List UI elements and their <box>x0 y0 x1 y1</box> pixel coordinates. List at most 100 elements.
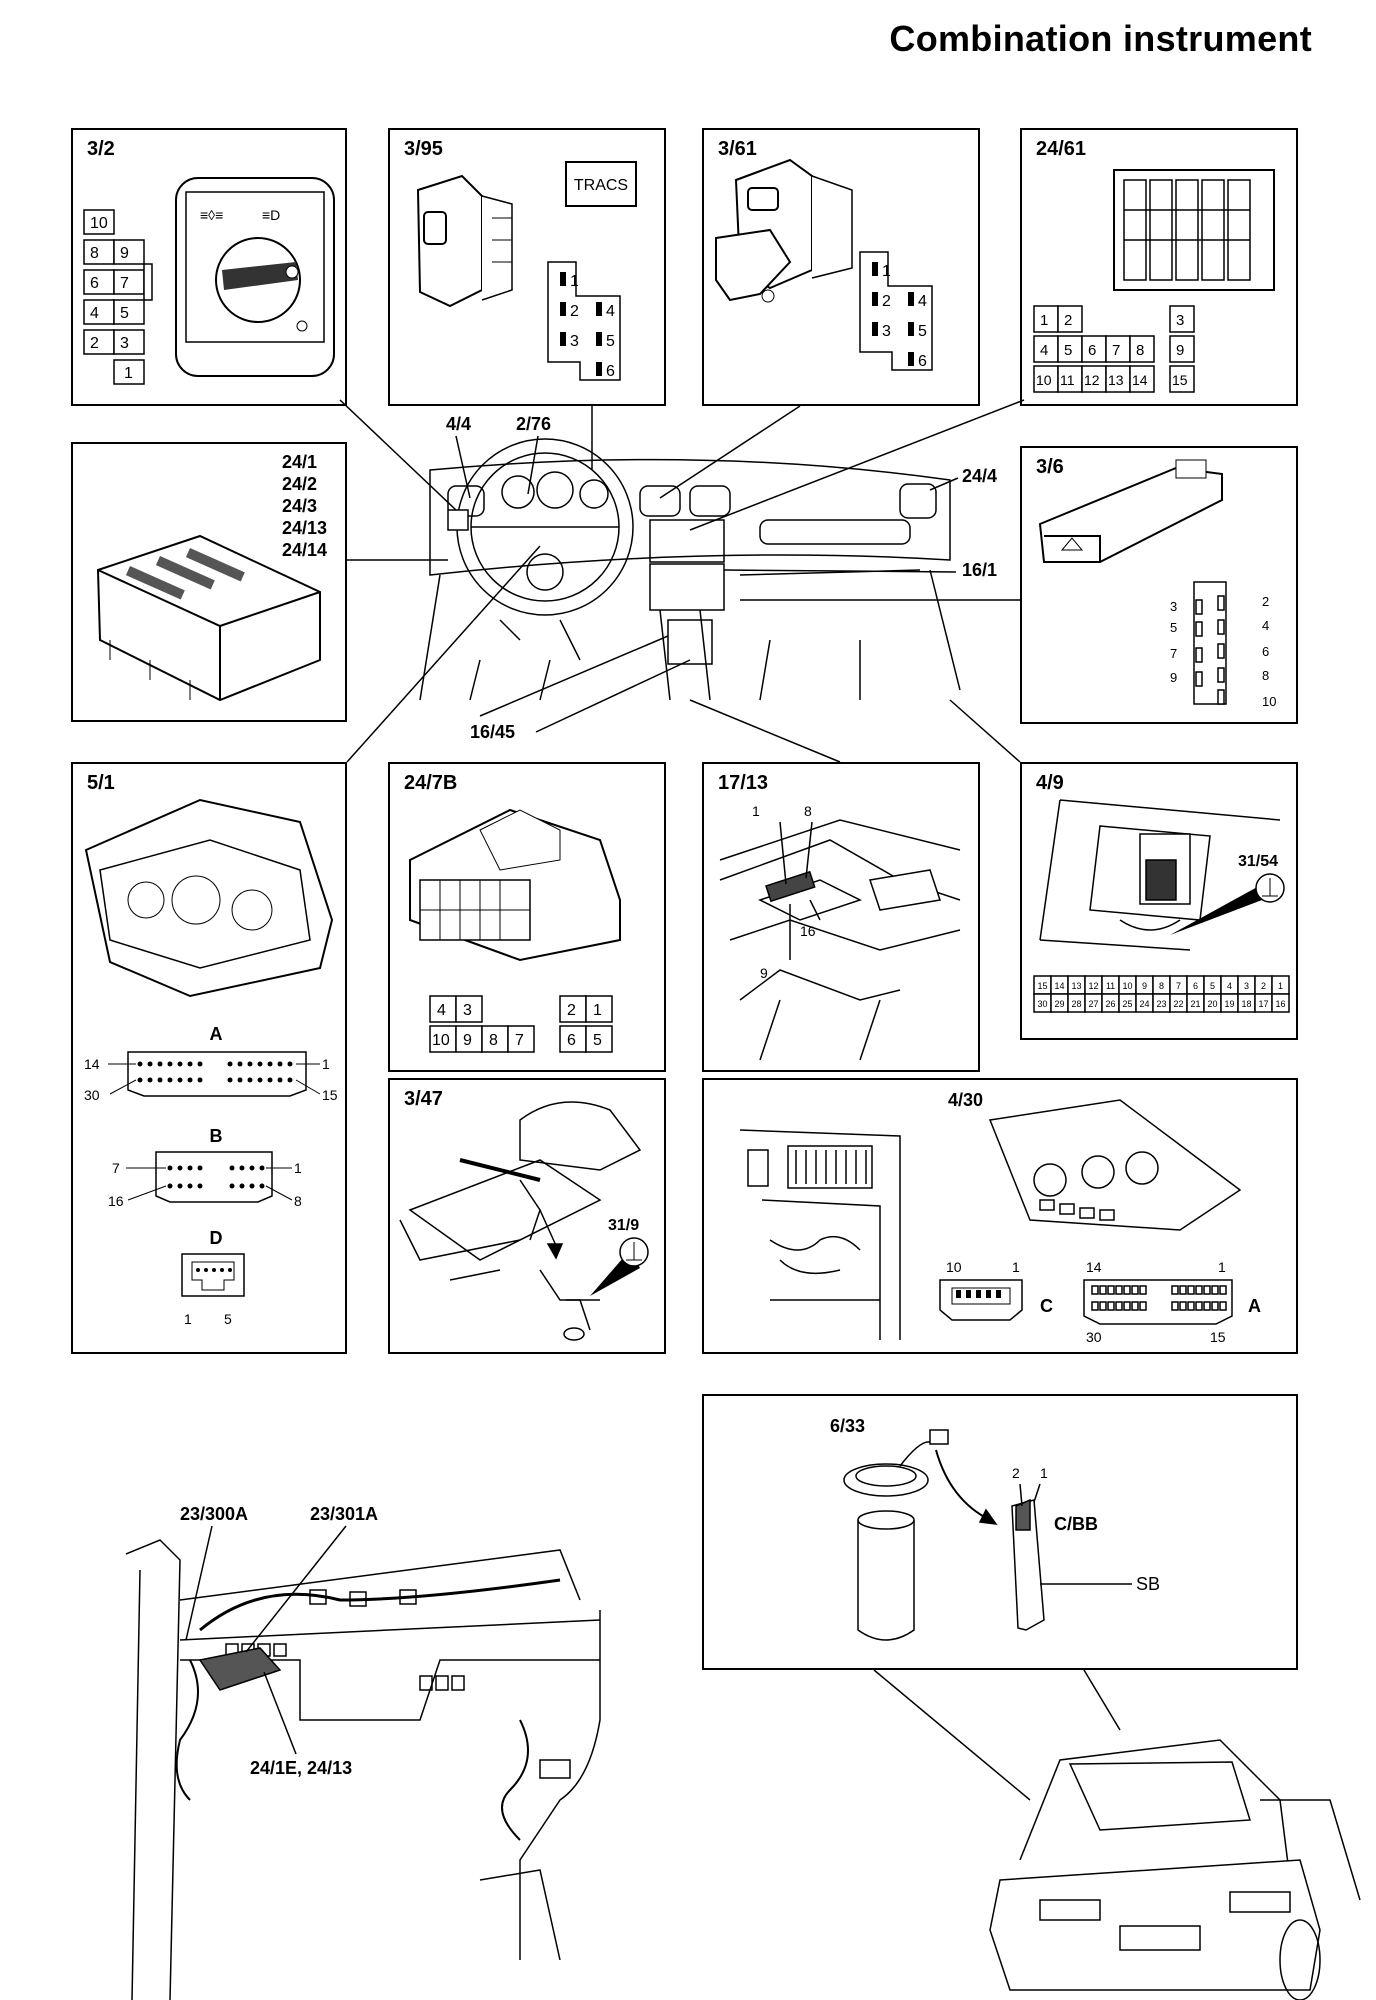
tracs-switch-drawing: TRACS <box>416 161 637 308</box>
dashboard-callouts: 4/4 2/76 24/4 16/1 16/45 <box>446 414 997 742</box>
diagnostic-socket-drawing <box>719 819 961 1061</box>
pin-label: 6 <box>1193 981 1198 991</box>
pin-label: 2 <box>90 335 99 352</box>
svg-text:2/76: 2/76 <box>516 414 551 434</box>
svg-text:4: 4 <box>918 293 927 310</box>
svg-text:14: 14 <box>84 1056 100 1072</box>
connector-5-1-d: D 1 5 <box>181 1228 245 1327</box>
pin-label: 10 <box>90 215 108 232</box>
pin-label: 2 <box>1261 981 1266 991</box>
svg-text:9: 9 <box>1170 670 1177 685</box>
svg-text:2: 2 <box>882 293 891 310</box>
connector-3-95-pins: 1 2 3 4 5 6 <box>547 261 621 381</box>
pin-label: 5 <box>1210 981 1215 991</box>
fuel-level-sender-drawing <box>843 1429 1132 1641</box>
svg-text:8: 8 <box>489 1032 498 1049</box>
climate-panel-drawing <box>739 1099 1242 1340</box>
svg-text:24/1E, 24/13: 24/1E, 24/13 <box>250 1758 352 1778</box>
svg-text:2: 2 <box>1012 1465 1020 1481</box>
panel-6-33 <box>702 1394 1298 1670</box>
svg-text:4: 4 <box>1262 618 1269 633</box>
svg-text:6: 6 <box>567 1032 576 1049</box>
svg-text:3: 3 <box>1170 599 1177 614</box>
svg-text:7: 7 <box>1112 342 1120 359</box>
svg-text:3: 3 <box>463 1002 472 1019</box>
svg-text:C: C <box>1040 1296 1053 1316</box>
svg-text:5: 5 <box>1064 342 1072 359</box>
svg-text:11: 11 <box>1060 372 1075 388</box>
svg-text:3: 3 <box>882 323 891 340</box>
svg-text:2: 2 <box>1064 312 1072 329</box>
wiring-harness-drawing <box>125 1539 601 2000</box>
pin-label: 24 <box>1139 999 1149 1009</box>
svg-text:3: 3 <box>1176 312 1184 329</box>
svg-text:24/14: 24/14 <box>282 540 327 560</box>
light-switch-drawing: ≡◊≡ ≡D <box>175 177 335 377</box>
pin-label: 25 <box>1122 999 1132 1009</box>
ground-point-31-9: 31/9 <box>590 1217 649 1296</box>
panel-label: 3/95 <box>404 138 443 160</box>
harness-callouts: 23/300A 23/301A 24/1E, 24/13 <box>180 1504 378 1778</box>
connector-3-2-pin-grid: 10 8 9 6 7 4 5 2 3 1 <box>83 209 153 385</box>
svg-text:8: 8 <box>1262 668 1269 683</box>
svg-text:1: 1 <box>1040 312 1048 329</box>
svg-text:24/13: 24/13 <box>282 518 327 538</box>
pin-label: 1 <box>124 365 133 382</box>
ground-label: 31/54 <box>1238 853 1278 870</box>
pin-label: 29 <box>1054 999 1064 1009</box>
svg-text:4: 4 <box>1040 342 1048 359</box>
svg-text:≡◊≡: ≡◊≡ <box>200 207 223 223</box>
page-title: Combination instrument <box>889 18 1312 59</box>
center-console-drawing <box>399 1101 642 1341</box>
svg-text:D: D <box>210 1228 223 1248</box>
svg-text:1: 1 <box>294 1160 302 1176</box>
panel-label: 3/2 <box>87 138 115 160</box>
pin-label: 3 <box>1244 981 1249 991</box>
central-electronic-module-drawing <box>96 534 321 702</box>
svg-text:2: 2 <box>1262 594 1269 609</box>
svg-text:1: 1 <box>752 803 760 819</box>
svg-text:5: 5 <box>224 1311 232 1327</box>
panel-label: 5/1 <box>87 772 115 794</box>
svg-text:24/2: 24/2 <box>282 474 317 494</box>
pin-label: 4 <box>1227 981 1232 991</box>
svg-text:6: 6 <box>606 363 615 380</box>
pin-label: 18 <box>1241 999 1251 1009</box>
svg-text:1: 1 <box>882 263 891 280</box>
svg-text:1: 1 <box>1012 1259 1020 1275</box>
svg-text:3: 3 <box>570 333 579 350</box>
svg-text:30: 30 <box>84 1087 100 1103</box>
pin-label: 19 <box>1224 999 1234 1009</box>
svg-text:4: 4 <box>606 303 615 320</box>
svg-text:6: 6 <box>1088 342 1096 359</box>
svg-text:A: A <box>210 1024 223 1044</box>
svg-text:8: 8 <box>1136 342 1144 359</box>
svg-text:10: 10 <box>1036 372 1052 388</box>
svg-text:16: 16 <box>800 923 816 939</box>
svg-text:1: 1 <box>322 1056 330 1072</box>
pin-label: 10 <box>1122 981 1132 991</box>
svg-text:16/1: 16/1 <box>962 560 997 580</box>
svg-text:10: 10 <box>1262 694 1276 709</box>
connector-24-61-pin-grid: 1 2 3 4 5 6 7 8 9 10 11 12 13 14 15 <box>1033 305 1195 393</box>
pin-label: 8 <box>1159 981 1164 991</box>
svg-text:5: 5 <box>606 333 615 350</box>
panel-24-1-labels: 24/1 24/2 24/3 24/13 24/14 <box>282 452 327 560</box>
pin-cell <box>1271 993 1290 1013</box>
pin-label: 13 <box>1071 981 1081 991</box>
diagnostic-socket-pins: 1 8 16 9 <box>752 803 816 981</box>
pin-label: 26 <box>1105 999 1115 1009</box>
svg-text:30: 30 <box>1086 1329 1102 1345</box>
svg-text:2: 2 <box>570 303 579 320</box>
svg-text:14: 14 <box>1132 372 1148 388</box>
tracs-badge: TRACS <box>574 177 628 194</box>
svg-text:SB: SB <box>1136 1574 1160 1594</box>
svg-text:5: 5 <box>593 1032 602 1049</box>
pin-label: 11 <box>1106 981 1115 991</box>
pin-label: 4 <box>90 305 99 322</box>
panel-label: 3/6 <box>1036 456 1064 478</box>
svg-text:8: 8 <box>294 1193 302 1209</box>
svg-text:C/BB: C/BB <box>1054 1514 1098 1534</box>
rear-car-drawing <box>873 1669 1361 2000</box>
